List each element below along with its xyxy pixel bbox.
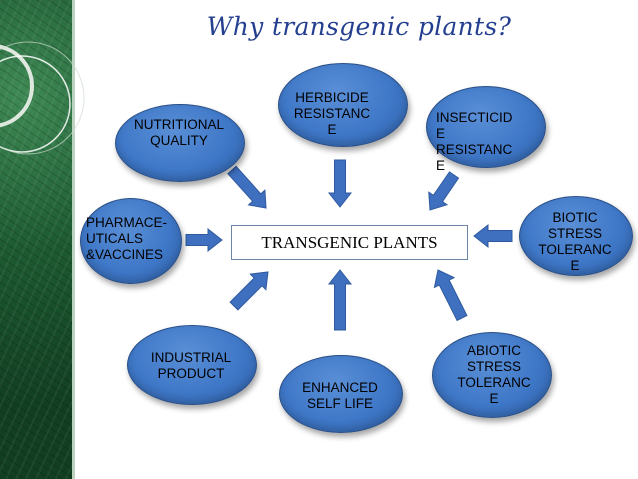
center-label: TRANSGENIC PLANTS: [261, 232, 438, 252]
arrow-from-industrial: [229, 271, 269, 311]
oval-industrial-product: [127, 325, 257, 405]
label-pharmaceuticals: PHARMACE- UTICALS &VACCINES: [86, 215, 168, 262]
arrows-group: [185, 159, 513, 331]
label-herbicide-resistance: HERBICIDE RESISTANC E: [293, 90, 371, 137]
label-abiotic-stress: ABIOTIC STRESS TOLERANC E: [457, 343, 531, 406]
deco-circle: [0, 44, 34, 128]
oval-abiotic-stress: [432, 332, 552, 418]
center-box: TRANSGENIC PLANTS: [231, 225, 468, 260]
arrow-from-nutritional: [227, 165, 267, 209]
label-industrial-product: INDUSTRIAL PRODUCT: [150, 350, 232, 381]
deco-circle-outer: [0, 41, 85, 155]
arrow-from-insecticide: [428, 171, 460, 211]
oval-pharmaceuticals: [80, 198, 182, 284]
label-biotic-stress: BIOTIC STRESS TOLERANC E: [538, 210, 612, 273]
arrow-from-enhanced: [327, 269, 353, 331]
arrow-from-herbicide: [327, 159, 353, 208]
arrow-from-abiotic: [433, 269, 468, 322]
label-enhanced-self-life: ENHANCED SELF LIFE: [302, 380, 378, 411]
oval-nutritional-quality: [115, 104, 245, 182]
oval-enhanced-self-life: [279, 355, 403, 433]
slide-title: Why transgenic plants?: [206, 12, 512, 41]
oval-biotic-stress: [519, 196, 633, 276]
sidebar-border: [72, 0, 75, 479]
label-insecticide-resistance: INSECTICID E RESISTANC E: [436, 110, 513, 173]
arrow-from-biotic: [473, 223, 513, 249]
oval-herbicide-resistance: [278, 63, 408, 147]
label-nutritional-quality: NUTRITIONAL QUALITY: [133, 117, 224, 148]
marble-sidebar: [0, 0, 72, 479]
arrow-from-pharma: [185, 227, 223, 253]
deco-circle-thin: [0, 55, 71, 153]
oval-insecticide-resistance: [426, 86, 546, 168]
